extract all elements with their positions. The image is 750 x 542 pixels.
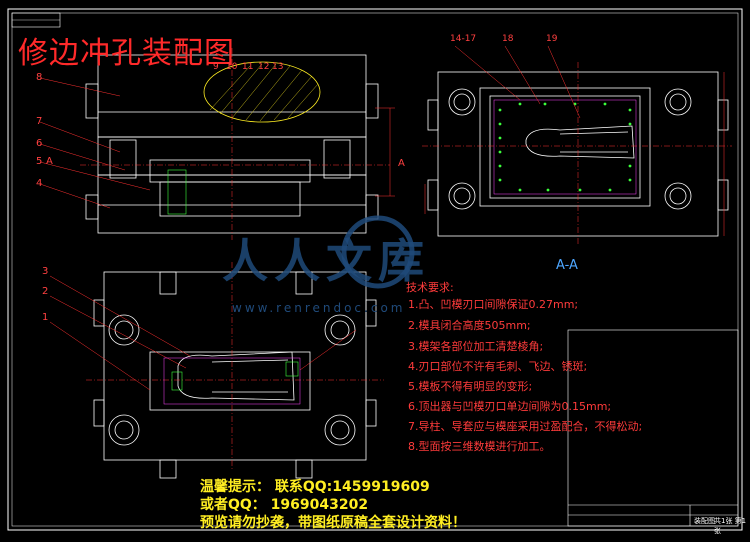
drawing-frame-inner	[11, 12, 739, 527]
callout-3: 3	[42, 266, 49, 277]
callout-1: 1	[42, 312, 49, 323]
watermark-logo	[341, 215, 415, 289]
plan-view-bottom	[93, 271, 377, 479]
callout-4: 4	[36, 178, 43, 189]
callout-12: 12	[258, 62, 270, 72]
tech-req-8: 8.型面按三维数模进行加工。	[408, 440, 551, 453]
drawing-title: 修边冲孔装配图	[18, 36, 235, 71]
section-marker-left: A	[46, 156, 53, 167]
title-block-name: 装配图	[694, 517, 715, 525]
top-view-right	[427, 71, 729, 237]
tech-req-2: 2.模具闭合高度505mm;	[408, 319, 531, 332]
callout-8: 8	[36, 72, 43, 83]
tech-req-6: 6.顶出器与凹模刃口单边间隙为0.15mm;	[408, 400, 612, 413]
callout-19: 19	[546, 34, 558, 44]
callout-9: 9	[213, 62, 219, 72]
promo-line-3: 预览请勿抄袭，带图纸原稿全套设计资料！	[200, 515, 466, 531]
tech-req-5: 5.模板不得有明显的变形;	[408, 380, 533, 393]
callout-2: 2	[42, 286, 49, 297]
promo-line-1: 温馨提示： 联系QQ:1459919609	[200, 479, 430, 495]
tech-req-1: 1.凸、凹模刃口间隙保证0.27mm;	[408, 298, 579, 311]
watermark-text: 人人文库	[222, 234, 430, 288]
title-block	[567, 329, 739, 527]
drawing-frame	[7, 8, 743, 531]
callout-14-17: 14-17	[450, 34, 477, 44]
hatch-section	[203, 61, 321, 123]
tech-requirements-heading: 技术要求:	[406, 281, 454, 294]
tech-req-4: 4.刃口部位不许有毛刺、飞边、锈斑;	[408, 360, 588, 373]
section-label: A-A	[556, 258, 578, 273]
callout-5: 5	[36, 156, 43, 167]
callout-6: 6	[36, 138, 43, 149]
callout-7: 7	[36, 116, 43, 127]
callout-10: 10	[226, 62, 238, 72]
callout-13: 13	[272, 62, 284, 72]
tech-req-7: 7.导柱、导套应与模座采用过盈配合，不得松动;	[408, 420, 643, 433]
promo-line-2: 或者QQ： 1969043202	[200, 497, 369, 513]
title-block-sheet: 共1张 第1张	[714, 517, 747, 535]
watermark-url: www.renrendoc.com	[232, 301, 406, 315]
callout-18: 18	[502, 34, 514, 44]
section-marker-right: A	[398, 158, 405, 169]
tech-req-3: 3.模架各部位加工清楚棱角;	[408, 340, 544, 353]
green-insert	[167, 169, 187, 215]
magenta-outline	[163, 357, 301, 405]
callout-11: 11	[242, 62, 254, 72]
